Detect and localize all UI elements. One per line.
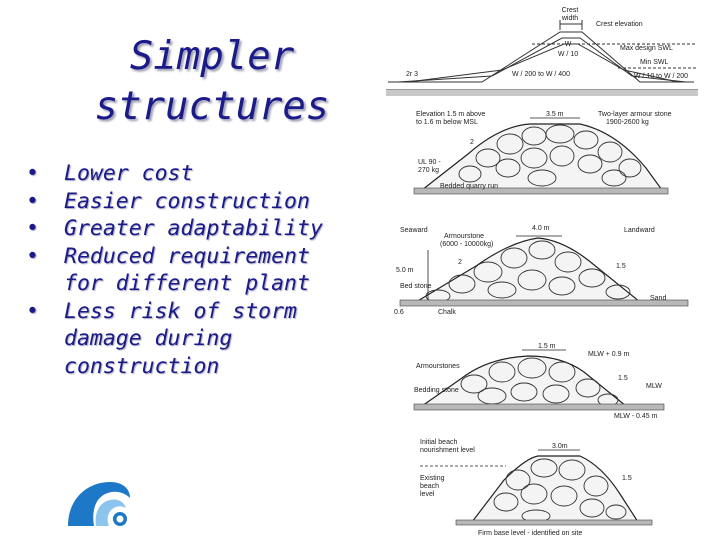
label-chalk: Chalk (438, 309, 456, 316)
label-elevation-1: Elevation 1.5 m above (416, 111, 485, 118)
label-existing-1: Existing (420, 475, 445, 482)
label-bedstone: Bed stone (400, 283, 432, 290)
label-max-swl: Max design SWL (620, 45, 673, 52)
label-sand: Sand (650, 295, 666, 302)
bullet-text: Lower cost (64, 161, 194, 186)
label-ul-2: 270 kg (418, 167, 439, 174)
bullet-text: Reduced requirement (64, 243, 310, 269)
label-ul-1: UL 90 - (418, 159, 441, 166)
bullet-item: • Lower cost (26, 160, 366, 188)
label-mlw-plus: MLW + 0.9 m (588, 351, 629, 358)
label-min-swl: Min SWL (640, 59, 669, 66)
label-crest-width: width (561, 15, 578, 22)
label-armour-2: 1900-2600 kg (606, 119, 649, 126)
slide-title: Simpler structures (62, 32, 362, 132)
armour-cross-section-1: Elevation 1.5 m above to 1.6 m below MSL… (413, 111, 672, 195)
label-depth: 0.6 (394, 309, 404, 316)
label-width: 1.5 m (538, 343, 556, 350)
armour-cross-section-2: Seaward Landward 4.0 m Armourstone (6000… (394, 225, 689, 316)
title-line-2: structures (94, 84, 330, 129)
label-armourstone-1: Armourstone (444, 233, 484, 240)
label-initial-2: nourishment level (420, 447, 475, 454)
label-width: 3.5 m (546, 111, 564, 118)
label-bedded: Bedded quarry run (440, 183, 498, 190)
bullet-text: construction (64, 353, 220, 379)
label-elevation-2: to 1.6 m below MSL (416, 119, 478, 126)
bullet-dot: • (26, 161, 39, 186)
title-line-1: Simpler (129, 34, 295, 79)
bullet-dot: • (26, 243, 39, 269)
label-seaward: Seaward (400, 227, 428, 234)
label-existing-3: level (420, 491, 435, 498)
label-armourstones: Armourstones (416, 363, 460, 370)
profile-figure: Crest width Crest elevation W W / 10 Max… (386, 7, 698, 96)
label-left-note: 2r 3 (406, 71, 418, 78)
label-bedding: Bedding stone (414, 387, 459, 394)
label-w10-w200: W / 10 to W / 200 (634, 73, 688, 80)
bullet-text: Greater adaptability (64, 216, 323, 241)
label-initial-1: Initial beach (420, 439, 457, 446)
label-mlw-minus: MLW - 0.45 m (614, 413, 658, 420)
label-slope-right: 1.5 (616, 263, 626, 270)
label-existing-2: beach (420, 483, 439, 490)
label-landward: Landward (624, 227, 655, 234)
bullet-dot: • (26, 216, 39, 241)
bullet-list: • Lower cost • Easier construction • Gre… (26, 160, 366, 380)
bullet-dot: • (26, 188, 39, 214)
label-slope-right: 1.5 (618, 375, 628, 382)
bullet-text: damage during (64, 326, 233, 351)
bullet-text: Less risk of storm (64, 298, 297, 324)
label-width: 3.0m (552, 443, 568, 450)
label-crest: Crest (562, 7, 579, 14)
label-mlw: MLW (646, 383, 662, 390)
label-w-10: W / 10 (558, 51, 578, 58)
label-w200-w400: W / 200 to W / 400 (512, 71, 570, 78)
bullet-text: for different plant (64, 271, 310, 296)
wave-logo-icon (68, 482, 130, 526)
label-firm: Firm base level - identified on site (478, 530, 582, 537)
armour-cross-section-4: Initial beach nourishment level 3.0m Exi… (420, 439, 653, 537)
bullet-item: • Reduced requirement for different plan… (26, 243, 366, 298)
label-slope: 2 (470, 139, 474, 146)
bullet-text: Easier construction (64, 188, 310, 214)
label-slope-left: 2 (458, 259, 462, 266)
label-width: 4.0 m (532, 225, 550, 232)
bullet-dot: • (26, 298, 39, 324)
label-height: 5.0 m (396, 267, 414, 274)
label-w: W (565, 41, 572, 48)
armour-cross-section-3: 1.5 m MLW + 0.9 m Armourstones 1.5 Beddi… (413, 343, 665, 420)
label-crest-elevation: Crest elevation (596, 21, 643, 28)
label-armourstone-2: (6000 - 10000kg) (440, 241, 493, 248)
bullet-item: • Easier construction (26, 188, 366, 216)
label-armour-1: Two-layer armour stone (598, 111, 672, 118)
bullet-item: • Greater adaptability (26, 215, 366, 243)
bullet-item: • Less risk of storm damage during const… (26, 298, 366, 381)
label-slope: 1.5 (622, 475, 632, 482)
